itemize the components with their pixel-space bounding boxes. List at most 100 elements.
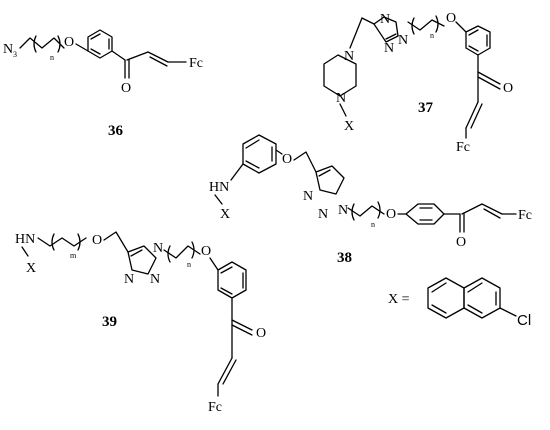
enone-bond-38b [481,203,503,215]
chain-bracket-right-39n [191,241,195,259]
substituent-x-37: X [344,119,354,134]
triazole-n3-37: N [384,41,394,56]
ether-oxygen-38a: O [282,152,292,167]
chain-bracket-left-39m [51,233,55,251]
aryl-carbonyl-bond-36 [111,50,126,61]
ring-double-38c [245,160,260,169]
chain-n-37: n [430,31,434,40]
enone-double-37 [470,103,483,129]
triazole-n1-37: N [380,12,390,27]
carbonyl-oxygen-38: O [456,235,466,250]
triazole-n1-39: N [153,241,163,256]
ring-double-36c [90,48,101,55]
substituent-x-38: X [220,207,230,222]
ring-double-37a [468,29,479,36]
piperazine-ring-37 [323,54,357,97]
amine-38: HN [209,180,229,195]
enone-bond-37b [465,101,479,129]
ferrocenyl-36: Fc [189,56,203,71]
compound-number-36: 36 [108,123,124,139]
benzene-ring-39 [217,261,247,299]
triazole-ring-38 [315,165,345,195]
chain-bracket-left-37 [411,17,415,35]
o-aryl-bond-37 [455,21,467,33]
azide-subscript: 3 [13,50,17,59]
ch2-n-bond-37 [349,17,363,49]
ferrocenyl-38: Fc [518,208,532,223]
ether-oxygen-39a: O [92,233,102,248]
naphthalene-ring-left [427,277,465,319]
ring-double-39c [220,287,233,295]
compound-36-structure: N 3 n O O Fc 36 [3,29,203,139]
benzene-ring-38-right [405,203,445,225]
n-x-bond-38 [214,194,223,205]
alkyl-chain-36 [19,37,65,49]
substituent-legend: X = Cl [388,277,531,329]
ferrocenyl-39: Fc [208,400,222,415]
chain-bracket-right-38 [377,201,381,219]
compound-number-39: 39 [102,314,117,330]
chain-m-39: m [70,251,77,260]
naph-double-a [431,282,447,293]
carbonyl-37b [477,76,501,90]
enone-bond-38a [461,203,483,215]
ch2-bond-37 [361,17,375,25]
nh-bond-38 [230,163,244,181]
naphthalene-ring-right [463,277,501,319]
azide-label: N [3,42,13,57]
substituent-x-39: X [26,261,36,276]
legend-x-equals: X = [388,292,410,307]
compound-number-38: 38 [337,250,352,266]
ferrocenyl-37: Fc [456,140,470,155]
chain-bracket-right-37 [435,15,439,33]
triazole-n3-38: N [303,189,313,204]
enone-bond-39b [217,357,233,385]
benzene-ring-38-left [242,134,277,174]
chain-bracket-left-39n [167,245,171,263]
ring-double-39a [220,266,233,274]
alkyl-chain-39-m [37,237,87,247]
chain-bracket-left-36 [33,35,37,53]
triazole-n3-39: N [124,272,134,287]
alkyl-chain-38 [347,205,385,217]
triazole-ring-39 [127,245,157,275]
compound-38-structure: HN X O N N N n O O Fc 38 [209,134,532,266]
carbonyl-39b [231,324,253,336]
naph-double-c [467,282,483,293]
carbonyl-oxygen-39: O [256,326,266,341]
naph-double-b [431,304,447,314]
enone-bond-36b [147,51,169,63]
enone-double-38 [483,208,501,219]
chain-bracket-right-39m [77,233,81,251]
enone-double-39 [222,359,237,385]
chlorine-label: Cl [517,312,531,329]
ch2-bridge-38 [293,151,317,173]
compound-37-structure: N N N N N X n O O Fc 37 [323,11,513,155]
enone-bond-36a [126,51,149,61]
triazole-double-38 [318,169,331,177]
ring-double-38a [245,139,260,149]
triazole-n2-38: N [318,207,328,222]
piperazine-n1-37: N [344,49,354,64]
triazole-double-37 [385,33,397,40]
chain-bracket-right-36 [57,35,61,53]
compound-number-37: 37 [418,100,434,116]
carbonyl-39a [231,319,253,331]
triazole-ring-37 [373,16,399,43]
triazole-double-39 [130,249,143,257]
ether-oxygen-39b: O [201,244,211,259]
n-x-bond-37 [339,103,347,117]
chain-n-39: n [187,260,191,269]
triazole-n1-38: N [338,203,348,218]
o-aryl-bond-39 [209,257,219,271]
c-cl-bond [499,307,517,317]
chain-bracket-left-38 [351,203,355,221]
benzene-ring-36 [87,29,113,59]
naph-double-e [467,304,483,314]
carbonyl-oxygen-37: O [503,81,513,96]
n-x-bond-39 [21,246,29,257]
triazole-n2-39: N [150,272,160,287]
ether-oxygen-36: O [64,35,74,50]
